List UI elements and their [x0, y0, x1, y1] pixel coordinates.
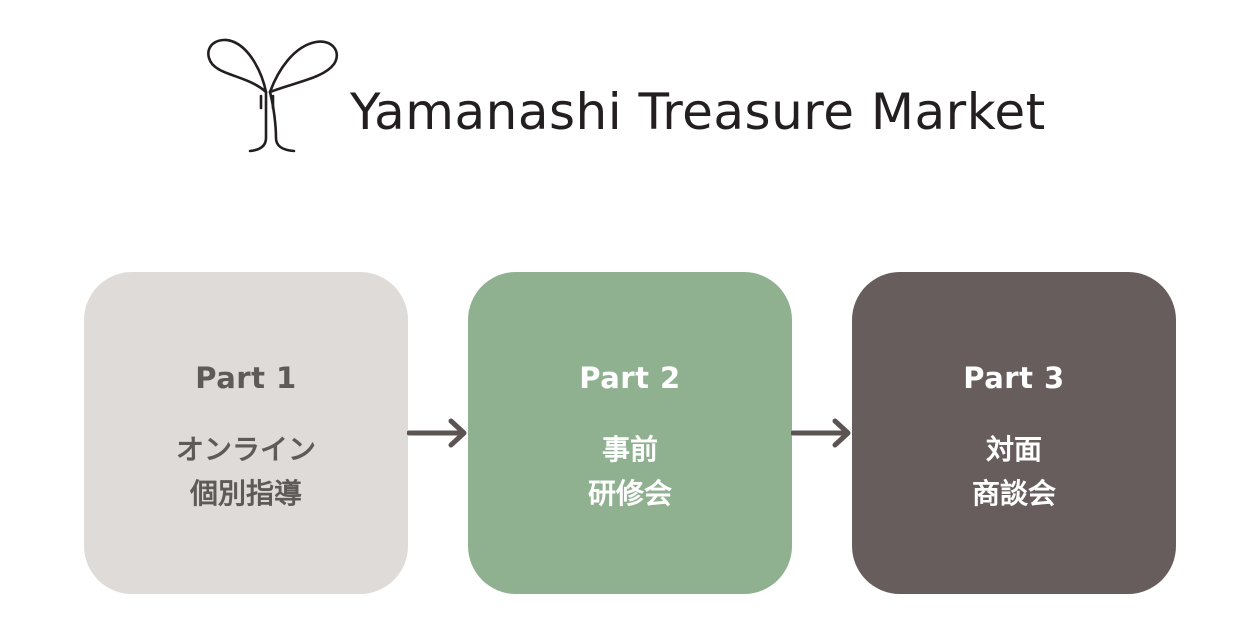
step-description-line: 研修会	[587, 477, 672, 510]
step-description-line: 事前	[601, 433, 658, 466]
step-description-line: オンライン	[175, 433, 316, 466]
step-description-line: 個別指導	[189, 477, 302, 510]
step-part-label: Part 2	[579, 361, 681, 395]
right-arrow-icon	[407, 418, 467, 448]
brand-name: Yamanashi Treasure Market	[350, 83, 1046, 141]
right-arrow-icon	[791, 418, 851, 448]
ribbon-sprout-icon	[207, 38, 339, 153]
step-part-3: Part 3 対面 商談会	[852, 272, 1176, 594]
step-part-2: Part 2 事前 研修会	[468, 272, 792, 594]
step-part-label: Part 3	[963, 361, 1065, 395]
step-description: オンライン 個別指導	[84, 428, 408, 516]
step-description-line: 商談会	[971, 477, 1056, 510]
step-description-line: 対面	[985, 433, 1042, 466]
step-description: 事前 研修会	[468, 428, 792, 516]
step-part-1: Part 1 オンライン 個別指導	[84, 272, 408, 594]
step-description: 対面 商談会	[852, 428, 1176, 516]
step-part-label: Part 1	[195, 361, 297, 395]
logo: Yamanashi Treasure Market	[200, 30, 1080, 160]
